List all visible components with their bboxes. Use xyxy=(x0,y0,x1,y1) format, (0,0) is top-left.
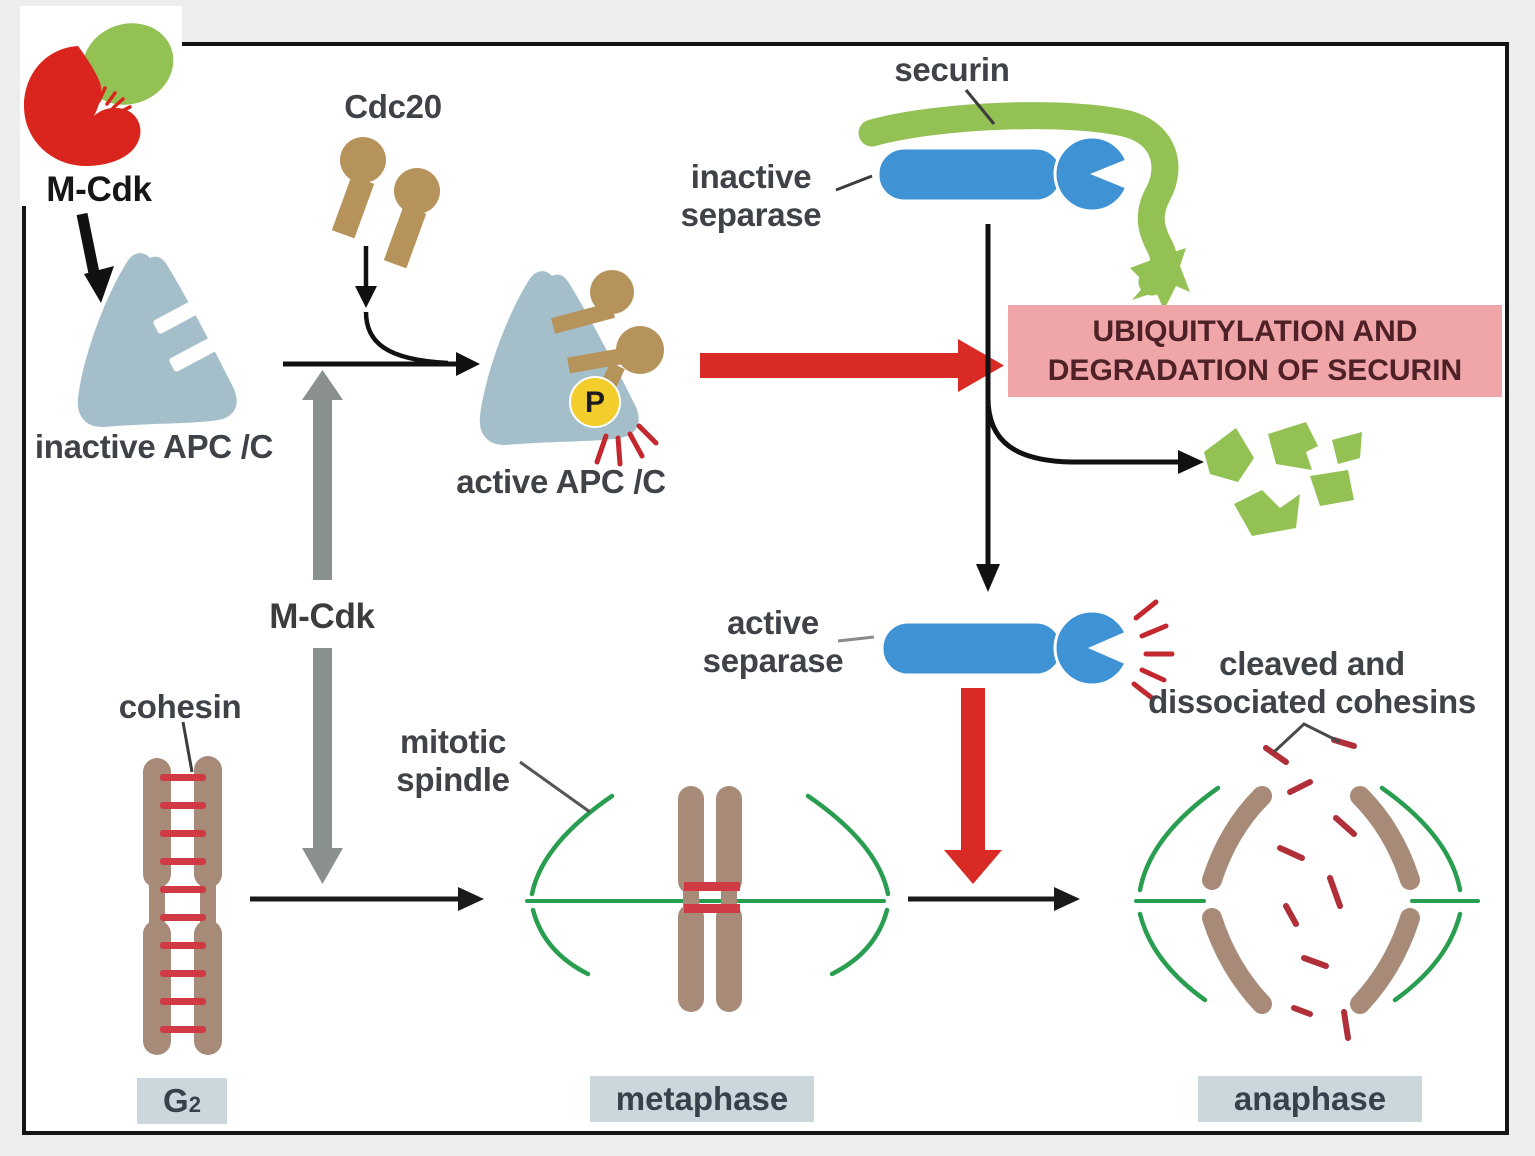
mitotic-spindle-label: mitotic spindle xyxy=(396,723,510,798)
arrow-g2-to-metaphase xyxy=(250,887,484,911)
arrow-gray-mcdk-up xyxy=(302,370,343,580)
separase-activity-rays-icon xyxy=(1131,599,1175,701)
pointer-securin xyxy=(964,89,996,125)
cdc20-bound-icon xyxy=(550,270,664,402)
pointer-active-separase xyxy=(837,635,875,643)
active-separase-label: active separase xyxy=(702,604,844,679)
ubiquitylation-callout: UBIQUITYLATION AND DEGRADATION OF SECURI… xyxy=(1008,305,1502,397)
inactive-apc-icon xyxy=(77,253,237,428)
arrow-separase-activation-line xyxy=(976,224,1000,592)
stage-metaphase: metaphase xyxy=(590,1076,814,1122)
securin-fragments-icon xyxy=(1204,422,1362,536)
cdc20-label: Cdc20 xyxy=(344,88,442,125)
arrow-securin-degradation-branch xyxy=(985,397,1204,474)
active-apc-label: active APC /C xyxy=(456,463,666,500)
securin-icon xyxy=(858,102,1190,310)
cohesin-chromosome-icon xyxy=(143,756,222,1055)
arrow-red-ubiquitylation xyxy=(700,339,1004,392)
arrow-metaphase-to-anaphase xyxy=(908,887,1080,911)
mcdk-activity-rays-icon xyxy=(97,86,132,115)
arrow-mcdk-to-apc xyxy=(76,212,114,303)
figure-frame xyxy=(22,42,1509,1135)
arrow-gray-mcdk-down xyxy=(302,648,343,884)
metaphase-spindle-icon xyxy=(525,786,891,1012)
m-cdk-icon xyxy=(24,23,174,167)
securin-label: securin xyxy=(894,51,1010,88)
pointer-cleaved-cohesins xyxy=(1272,722,1341,754)
m-cdk-label: M-Cdk xyxy=(46,170,152,209)
arrow-apc-activation xyxy=(283,352,480,376)
cdc20-icon xyxy=(331,137,440,269)
cleaved-cohesin-fragments-icon xyxy=(1263,737,1357,1041)
inactive-separase-label: inactive separase xyxy=(680,158,822,233)
active-separase-icon xyxy=(880,599,1175,701)
m-cdk-mid-label: M-Cdk xyxy=(269,597,375,636)
phosphate-badge xyxy=(569,376,621,428)
stage-anaphase: anaphase xyxy=(1198,1076,1422,1122)
inactive-apc-label: inactive APC /C xyxy=(34,428,274,465)
cohesin-label: cohesin xyxy=(118,688,242,725)
pointer-cohesin xyxy=(181,721,194,773)
pointer-mitotic-spindle xyxy=(519,760,591,814)
inactive-separase-icon xyxy=(876,135,1132,213)
cleaved-cohesins-label: cleaved and dissociated cohesins xyxy=(1148,645,1476,720)
phosphate-label: P xyxy=(584,386,606,419)
pointer-inactive-separase xyxy=(835,174,873,192)
arrow-red-anaphase-trigger xyxy=(944,688,1002,884)
arrow-cdc20-join xyxy=(355,246,449,366)
anaphase-spindle-icon xyxy=(1134,737,1480,1041)
apc-activity-rays-icon xyxy=(594,423,659,467)
active-apc-icon xyxy=(479,270,664,467)
